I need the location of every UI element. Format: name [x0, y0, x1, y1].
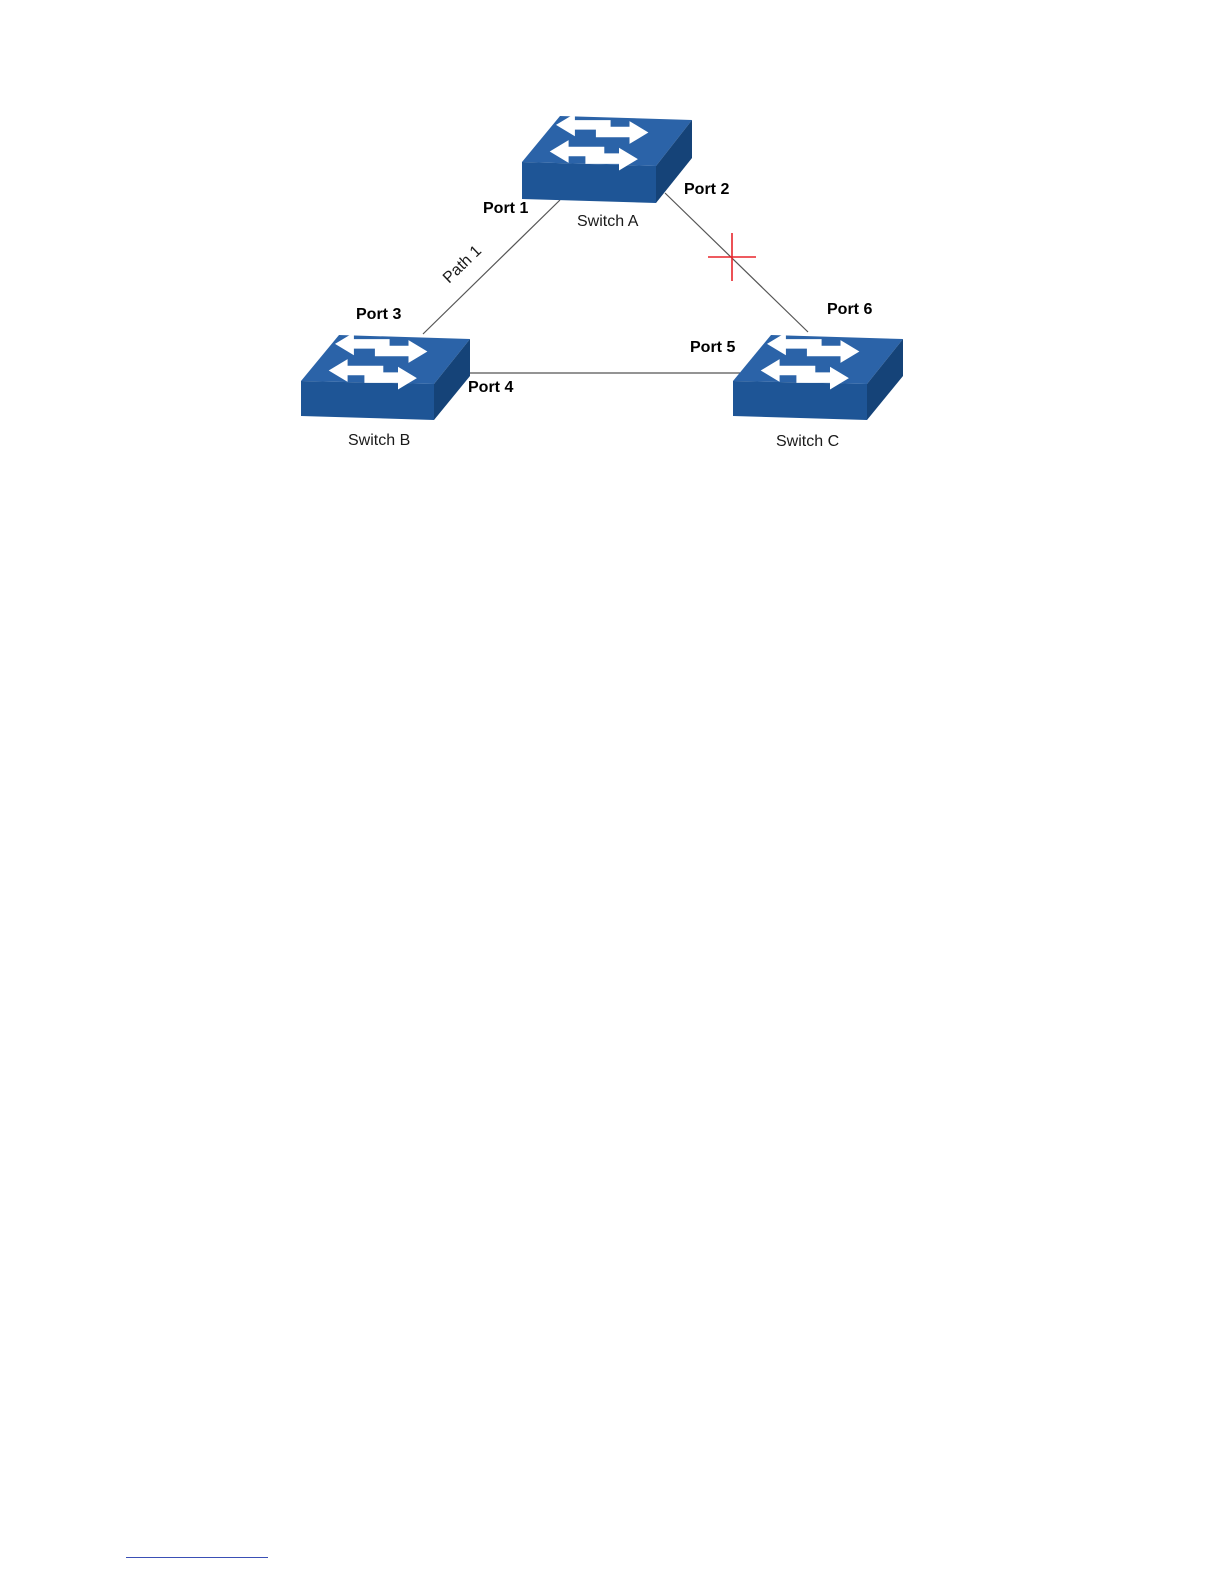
switch-b-label: Switch B: [348, 432, 410, 449]
port-6-label: Port 6: [827, 301, 872, 318]
port-1-label: Port 1: [483, 200, 528, 217]
footnote-separator: [126, 1557, 268, 1558]
switch-a-label: Switch A: [577, 213, 639, 230]
port-2-label: Port 2: [684, 181, 729, 198]
link-port1-port3: [423, 200, 560, 334]
port-5-label: Port 5: [690, 339, 735, 356]
link-port2-port6: [665, 193, 808, 332]
switch-c-label: Switch C: [776, 433, 839, 450]
network-switch-icon: [522, 114, 692, 204]
port-4-label: Port 4: [468, 379, 513, 396]
port-3-label: Port 3: [356, 306, 401, 323]
network-switch-icon: [733, 333, 903, 421]
network-switch-icon: [301, 333, 470, 421]
